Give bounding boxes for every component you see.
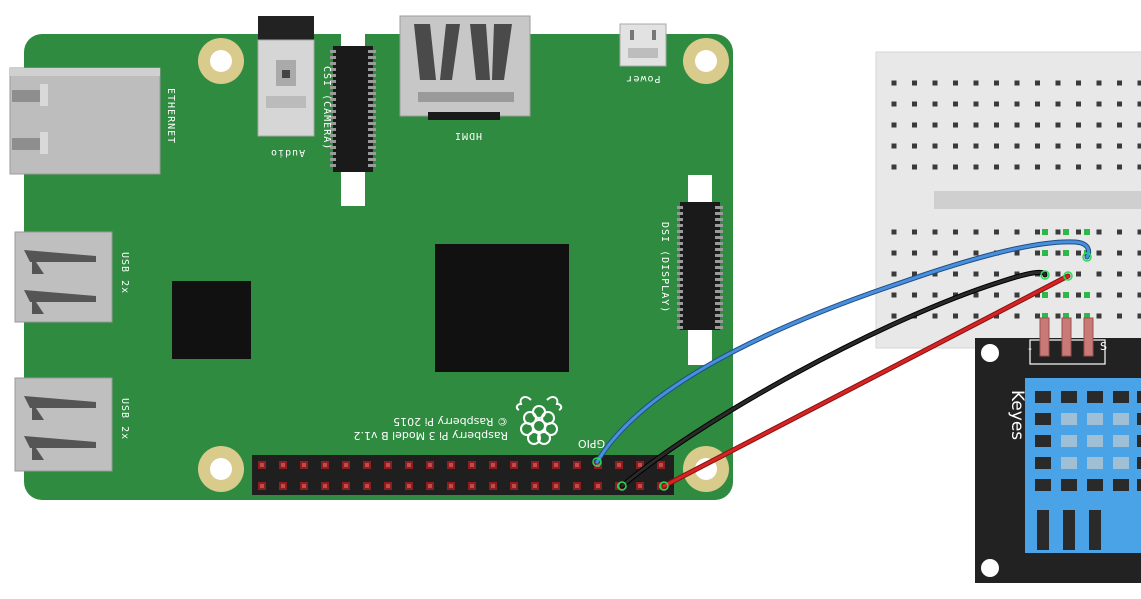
wires [592,239,1092,491]
dsi-label: DSI (DISPLAY) [659,222,670,313]
raspberry-pi-board: ETHERNET USB 2x USB 2x Audio CSI (CAMERA… [9,15,733,500]
usb-controller-chip [172,281,251,359]
ethernet-label: ETHERNET [165,88,176,144]
sensor-pin-minus-label: - [1028,342,1032,355]
hdmi-port [399,15,531,120]
ethernet-port [9,67,161,175]
mounting-hole-top-left [198,38,244,84]
csi-label: CSI (CAMERA) [321,66,332,150]
pcb [24,34,733,500]
sensor-header-pins [1039,317,1094,357]
power-port [619,23,667,67]
sensor-pin-signal-label: S [1100,340,1107,353]
gpio-label: GPIO [578,437,605,450]
audio-label: Audio [270,147,305,158]
sensor-mount-hole-top [981,344,999,362]
copyright-line: © Raspberry Pi 2015 [393,415,508,428]
mounting-hole-bottom-right [683,446,729,492]
usb-port-1 [14,231,113,323]
usb-port-2 [14,377,113,472]
csi-connector [330,34,376,206]
mounting-hole-top-right [683,38,729,84]
breadboard-holes [891,80,1141,319]
breadboard [875,51,1141,349]
sensor-brand: Keyes [1007,390,1027,440]
usb-label-1: USB 2x [119,252,130,294]
dsi-connector [677,175,723,365]
hdmi-label: HDMI [454,130,482,141]
gpio-header [252,455,674,495]
breadboard-center-channel [934,191,1141,209]
raspberry-logo-icon [515,396,563,445]
sensor-grille [1035,391,1141,550]
model-line: Raspberry Pi 3 Model B v1.2 [354,429,508,442]
mounting-hole-bottom-left [198,446,244,492]
audio-jack [257,16,315,137]
sensor-mount-hole-bottom [981,559,999,577]
dht-sensor-module: - S Keyes [975,338,1141,583]
power-label: Power [625,73,660,84]
usb-label-2: USB 2x [119,398,130,440]
soc-chip [435,244,569,372]
